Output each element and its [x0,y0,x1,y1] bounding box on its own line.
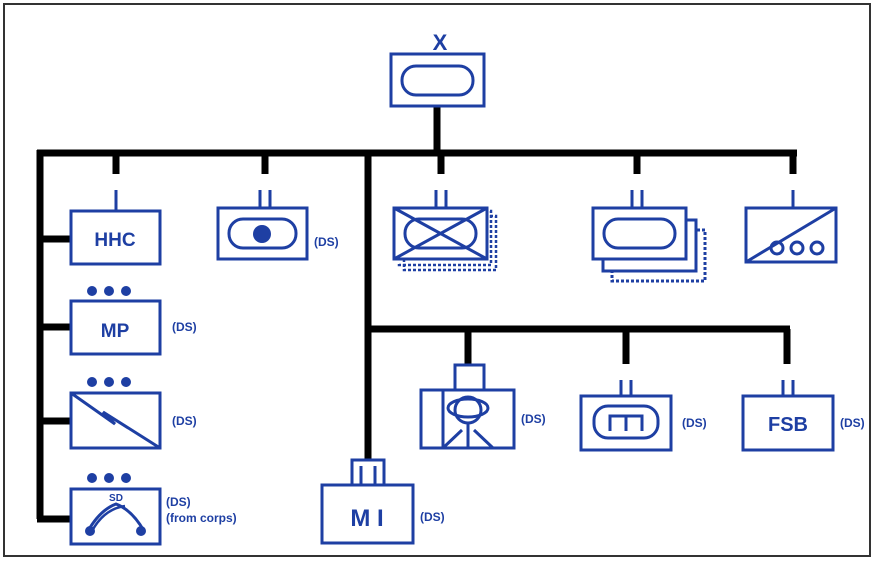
aviation-unit-symbol [419,363,516,450]
mech-infantry-battalions-symbol [392,190,498,272]
mi-annotation: (DS) [420,510,445,524]
mp-annotation: (DS) [172,320,197,334]
hq-armor-brigade-symbol: X [389,30,486,108]
artillery-annotation: (DS) [314,235,339,249]
aviation-rotor-icon [446,397,490,419]
engineer-annotation: (DS) [682,416,707,430]
signal-annotation: (DS) [172,414,197,428]
smoke-note: (from corps) [166,511,237,525]
hhc-symbol: HHC [69,190,162,266]
hhc-label: HHC [94,230,135,251]
smoke-annotation: (DS) [166,495,191,509]
lightning-bolt-icon [70,391,161,450]
engineer-battalion-symbol [579,380,673,452]
recon-gun-unit-symbol [744,190,838,264]
armor-battalions-symbol [591,190,707,283]
hq-echelon-label: X [433,30,448,55]
signal-company-symbol [69,377,162,450]
smoke-sd-glyph: SD [109,493,123,504]
fsb-annotation: (DS) [840,416,865,430]
fsb-symbol: FSB [741,380,835,452]
artillery-dot-icon [253,225,271,243]
mi-label: M I [350,505,383,532]
fsb-label: FSB [768,414,808,436]
mp-label: MP [101,321,130,342]
mp-company-symbol: MP [69,286,162,356]
chemical-smoke-company-symbol: SD [69,473,162,546]
chemical-retort-icon [86,502,146,532]
connector-lines [36,107,797,523]
artillery-battalion-symbol [216,190,309,261]
diagram-frame [3,3,871,557]
mi-company-symbol: M I [320,458,415,545]
aviation-annotation: (DS) [521,412,546,426]
